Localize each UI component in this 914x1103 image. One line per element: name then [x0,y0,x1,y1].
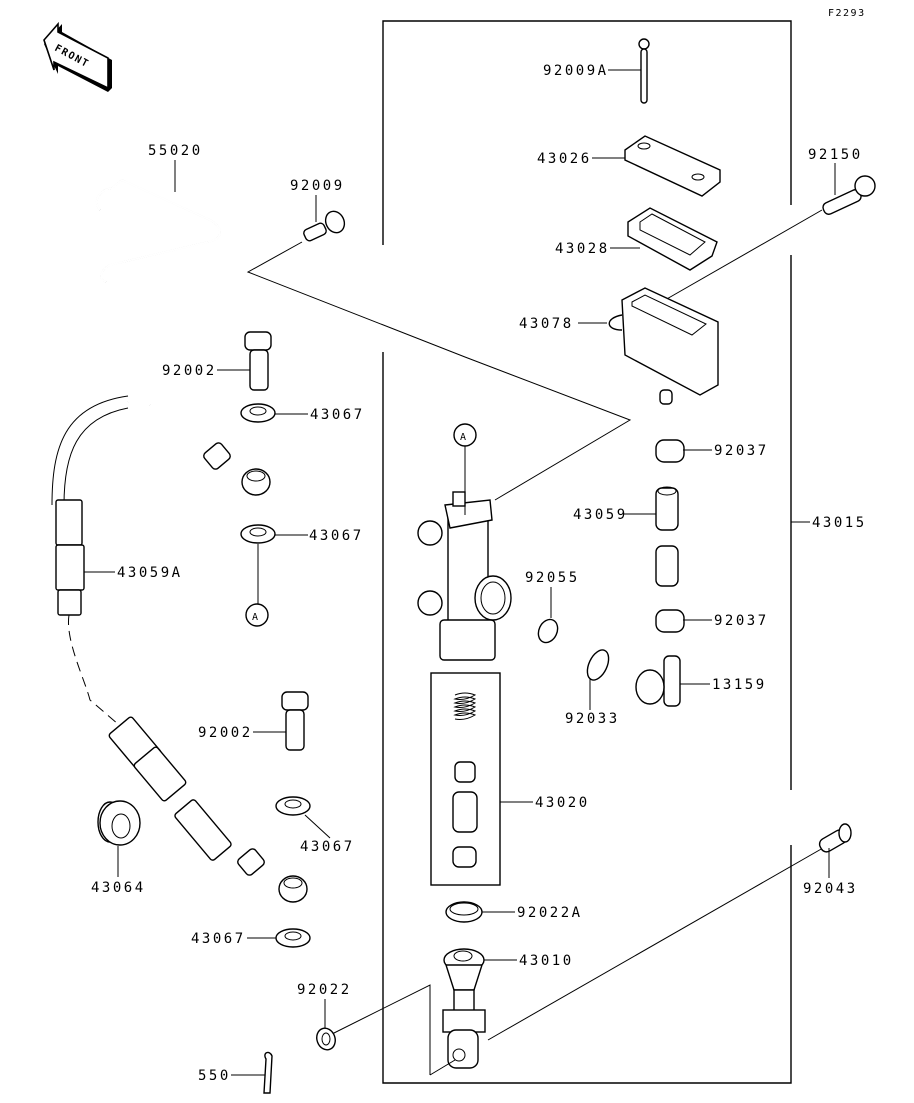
part-92009[interactable] [302,195,347,242]
part-43059[interactable] [624,486,679,587]
assembly-label: 43015 [812,515,867,531]
part-92022A[interactable] [445,901,515,923]
master-cylinder-body[interactable] [417,446,512,661]
label-92009A: 92009A [543,63,609,79]
label-92150: 92150 [808,147,863,163]
label-92022: 92022 [297,982,352,998]
part-550[interactable] [231,1051,273,1094]
reference-marker-a-cylinder: A [453,423,477,447]
label-43028: 43028 [555,241,610,257]
svg-text:A: A [460,432,468,443]
part-43010[interactable] [329,847,824,1076]
leader-92009-to-fitting [246,241,632,501]
label-92055: 92055 [525,570,580,586]
part-92033[interactable] [583,647,613,710]
label-55020: 55020 [148,143,203,159]
label-43067-2: 43067 [309,528,364,544]
part-13159[interactable] [635,655,710,707]
part-43067-4[interactable] [247,928,311,948]
label-43059: 43059 [573,507,628,523]
part-43067-3[interactable] [275,796,331,839]
part-43067-2[interactable] [240,524,308,604]
label-92002-upper: 92002 [162,363,217,379]
assembly-frame [382,20,810,1084]
label-43067-4: 43067 [191,931,246,947]
label-43067-1: 43067 [310,407,365,423]
part-43078[interactable] [578,287,719,405]
part-43020[interactable] [430,672,533,886]
label-43010: 43010 [519,953,574,969]
part-43064[interactable] [97,800,141,877]
reference-marker-a: A [245,603,269,627]
part-92055[interactable] [535,587,561,646]
part-92043[interactable] [817,823,852,878]
label-43059A: 43059A [117,565,183,581]
part-43026[interactable] [592,135,721,197]
part-92022[interactable] [314,999,338,1052]
part-43067-1[interactable] [240,403,308,423]
part-92002-lower[interactable] [253,691,309,751]
figure-code: F2293 [828,8,866,19]
label-92022A: 92022A [517,905,583,921]
part-43028[interactable] [610,207,718,271]
label-92037-upper: 92037 [714,443,769,459]
part-43059A[interactable] [48,392,308,903]
label-92037-lower: 92037 [714,613,769,629]
front-arrow-icon: FRONT [43,21,112,92]
part-92009A[interactable] [608,38,650,104]
part-92037-upper[interactable] [655,439,712,463]
label-43064: 43064 [91,880,146,896]
label-92033: 92033 [565,711,620,727]
part-92037-lower[interactable] [655,609,712,633]
label-13159: 13159 [712,677,767,693]
label-43078: 43078 [519,316,574,332]
label-550: 550 [198,1068,231,1084]
label-43020: 43020 [535,795,590,811]
part-92002-upper[interactable] [217,331,272,391]
label-92043: 92043 [803,881,858,897]
label-92002-lower: 92002 [198,725,253,741]
label-43067-3: 43067 [300,839,355,855]
svg-text:A: A [252,612,260,623]
label-92009: 92009 [290,178,345,194]
part-92150[interactable] [664,163,876,301]
part-55020[interactable] [95,160,221,283]
label-43026: 43026 [537,151,592,167]
